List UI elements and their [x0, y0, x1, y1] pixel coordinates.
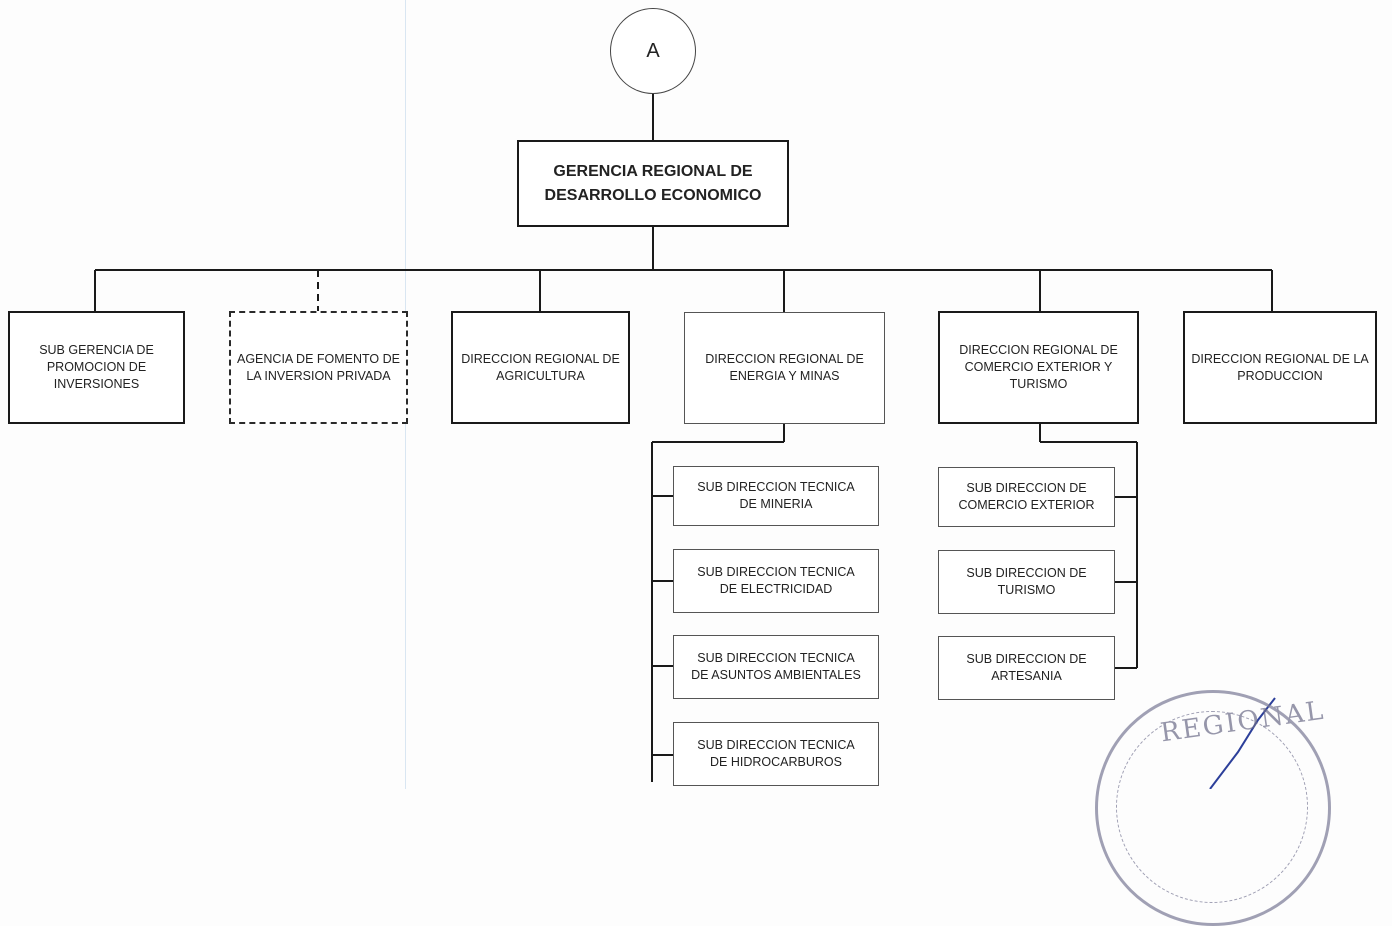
- box-sub-artesania: SUB DIRECCION DE ARTESANIA: [938, 636, 1115, 700]
- box-hidrocarburos-label: SUB DIRECCION TECNICA DE HIDROCARBUROS: [697, 738, 855, 769]
- box-gerencia-regional: GERENCIA REGIONAL DE DESARROLLO ECONOMIC…: [517, 140, 789, 227]
- box-turismo-label: SUB DIRECCION DE TURISMO: [966, 566, 1087, 597]
- box-comercio-exterior-label: SUB DIRECCION DE COMERCIO EXTERIOR: [958, 481, 1095, 512]
- box-sub-hidrocarburos: SUB DIRECCION TECNICA DE HIDROCARBUROS: [673, 722, 879, 786]
- box-sub-turismo: SUB DIRECCION DE TURISMO: [938, 550, 1115, 614]
- box-direccion-produccion: DIRECCION REGIONAL DE LA PRODUCCION: [1183, 311, 1377, 424]
- box-energia-label: DIRECCION REGIONAL DE ENERGIA Y MINAS: [705, 352, 864, 383]
- box-comercio-label: DIRECCION REGIONAL DE COMERCIO EXTERIOR …: [959, 343, 1118, 391]
- box-promocion-label: SUB GERENCIA DE PROMOCION DE INVERSIONES: [39, 343, 154, 391]
- box-gerencia-regional-label: GERENCIA REGIONAL DE DESARROLLO ECONOMIC…: [544, 162, 762, 204]
- box-agricultura-label: DIRECCION REGIONAL DE AGRICULTURA: [461, 351, 620, 383]
- box-artesania-label: SUB DIRECCION DE ARTESANIA: [966, 652, 1087, 683]
- box-produccion-label: DIRECCION REGIONAL DE LA PRODUCCION: [1191, 351, 1369, 383]
- box-sub-asuntos-ambientales: SUB DIRECCION TECNICA DE ASUNTOS AMBIENT…: [673, 635, 879, 699]
- box-agencia-label: AGENCIA DE FOMENTO DE LA INVERSION PRIVA…: [237, 351, 400, 383]
- box-direccion-comercio-turismo: DIRECCION REGIONAL DE COMERCIO EXTERIOR …: [938, 311, 1139, 424]
- box-direccion-energia-minas: DIRECCION REGIONAL DE ENERGIA Y MINAS: [684, 312, 885, 424]
- box-sub-gerencia-promocion: SUB GERENCIA DE PROMOCION DE INVERSIONES: [8, 311, 185, 424]
- box-sub-comercio-exterior: SUB DIRECCION DE COMERCIO EXTERIOR: [938, 467, 1115, 527]
- box-mineria-label: SUB DIRECCION TECNICA DE MINERIA: [697, 480, 855, 511]
- box-sub-mineria: SUB DIRECCION TECNICA DE MINERIA: [673, 466, 879, 526]
- official-seal: REGIONAL: [1095, 690, 1331, 926]
- box-agencia-fomento: AGENCIA DE FOMENTO DE LA INVERSION PRIVA…: [229, 311, 408, 424]
- connector-circle: A: [610, 8, 696, 94]
- box-sub-electricidad: SUB DIRECCION TECNICA DE ELECTRICIDAD: [673, 549, 879, 613]
- box-ambientales-label: SUB DIRECCION TECNICA DE ASUNTOS AMBIENT…: [691, 651, 861, 682]
- box-electricidad-label: SUB DIRECCION TECNICA DE ELECTRICIDAD: [697, 565, 855, 596]
- connector-label: A: [646, 39, 660, 62]
- box-direccion-agricultura: DIRECCION REGIONAL DE AGRICULTURA: [451, 311, 630, 424]
